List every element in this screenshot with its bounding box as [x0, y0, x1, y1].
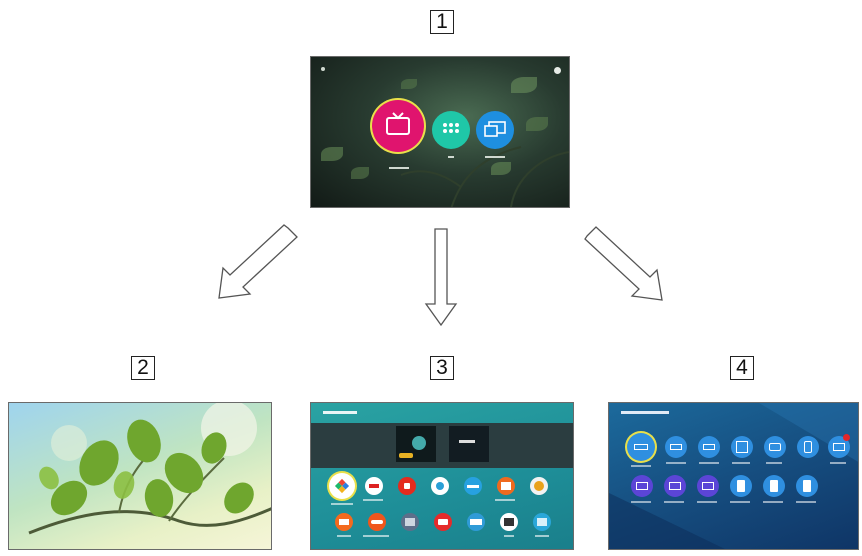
settings-icon[interactable] [554, 67, 561, 74]
device-caption [763, 501, 783, 503]
app-tile[interactable] [365, 477, 383, 495]
device-caption [766, 462, 782, 464]
device-caption [730, 501, 750, 503]
tv-caption [389, 167, 409, 169]
app-caption [337, 535, 351, 537]
device-icon[interactable] [665, 436, 687, 458]
arrow-down [424, 228, 458, 327]
device-icon[interactable] [764, 436, 786, 458]
label-4: 4 [730, 356, 754, 380]
device-icon[interactable] [731, 436, 753, 458]
label-3: 3 [430, 356, 454, 380]
home-screen [310, 56, 570, 208]
device-icon[interactable] [631, 475, 653, 497]
device-icon[interactable] [698, 436, 720, 458]
apps-grid-icon[interactable] [432, 111, 470, 149]
featured-thumb-1[interactable] [396, 426, 436, 462]
featured-banner [311, 423, 573, 468]
app-tile[interactable] [329, 473, 355, 499]
app-tile[interactable] [431, 477, 449, 495]
device-icon[interactable] [763, 475, 785, 497]
device-icon[interactable] [664, 475, 686, 497]
branch-lines [400, 146, 569, 207]
apps-caption [448, 156, 454, 158]
label-2: 2 [131, 356, 155, 380]
menu-icon[interactable] [321, 67, 325, 71]
apps-title [323, 411, 357, 414]
app-tile[interactable] [335, 513, 353, 531]
device-caption [732, 462, 750, 464]
leaf-decoration [321, 147, 343, 161]
leaf-decoration [351, 167, 369, 179]
device-caption [699, 462, 719, 464]
tv-icon[interactable] [372, 100, 424, 152]
device-icon[interactable] [796, 475, 818, 497]
apps-screen [310, 402, 574, 550]
leaf-decoration [526, 117, 548, 131]
app-tile[interactable] [497, 477, 515, 495]
label-1: 1 [430, 10, 454, 34]
app-tile[interactable] [500, 513, 518, 531]
device-caption [830, 462, 846, 464]
leaf-decoration [511, 77, 537, 93]
device-caption [664, 501, 684, 503]
device-icon[interactable] [828, 434, 850, 458]
device-icon[interactable] [730, 475, 752, 497]
arrow-left [218, 224, 298, 299]
device-caption [796, 501, 816, 503]
leaf-decoration [491, 162, 511, 175]
device-icon[interactable] [697, 475, 719, 497]
app-tile[interactable] [398, 477, 416, 495]
leaf-decoration [401, 79, 417, 89]
app-tile[interactable] [467, 513, 485, 531]
app-caption [504, 535, 514, 537]
app-caption [363, 499, 383, 501]
devices-title [621, 411, 669, 414]
featured-thumb-2[interactable] [449, 426, 489, 462]
leaves-image [28, 403, 271, 535]
device-icon[interactable] [627, 433, 655, 461]
device-caption [631, 501, 651, 503]
app-caption [363, 535, 389, 537]
featured-tag [399, 453, 413, 458]
live-tv-screen [8, 402, 272, 550]
app-tile[interactable] [368, 513, 386, 531]
device-caption [631, 465, 651, 467]
devices-icon[interactable] [476, 111, 514, 149]
app-tile[interactable] [530, 477, 548, 495]
devices-screen [608, 402, 859, 550]
app-tile[interactable] [533, 513, 551, 531]
app-caption [495, 499, 515, 501]
app-caption [331, 503, 353, 505]
app-caption [535, 535, 549, 537]
device-caption [666, 462, 686, 464]
devices-caption [485, 156, 505, 158]
arrow-right [584, 226, 663, 301]
device-icon[interactable] [797, 436, 819, 458]
device-caption [697, 501, 717, 503]
app-tile[interactable] [464, 477, 482, 495]
app-tile[interactable] [434, 513, 452, 531]
app-tile[interactable] [401, 513, 419, 531]
